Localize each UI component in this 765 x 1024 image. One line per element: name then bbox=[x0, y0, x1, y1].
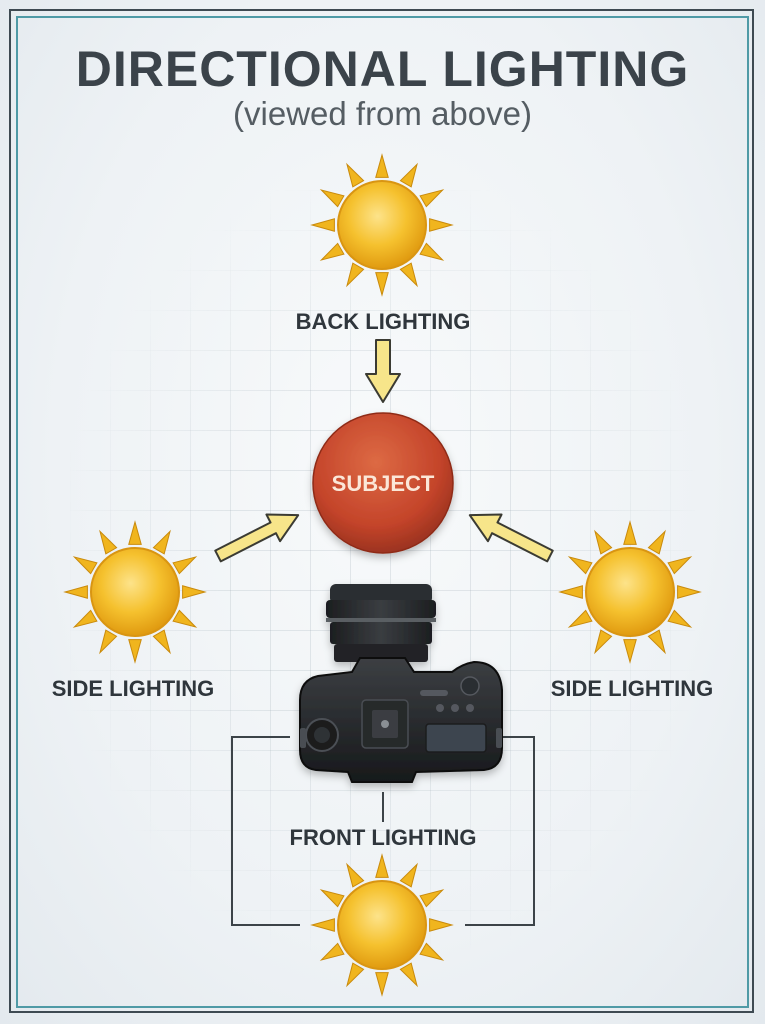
sun-disc bbox=[337, 880, 427, 970]
sun-ray bbox=[128, 520, 142, 545]
side-lighting-left-label: SIDE LIGHTING bbox=[51, 676, 215, 701]
sun-ray bbox=[399, 162, 418, 188]
sun-ray bbox=[346, 162, 365, 188]
inner-frame bbox=[16, 16, 749, 1008]
sun-ray bbox=[346, 262, 365, 288]
sun-icon bbox=[310, 853, 454, 997]
side-lighting-right-label: SIDE LIGHTING bbox=[550, 676, 714, 701]
sun-ray bbox=[667, 556, 693, 575]
sun-ray bbox=[419, 189, 445, 208]
sun-ray bbox=[429, 918, 454, 932]
sun-ray bbox=[319, 889, 345, 908]
sun-ray bbox=[152, 529, 171, 555]
sun-ray bbox=[623, 520, 637, 545]
sun-ray bbox=[172, 556, 198, 575]
sun-ray bbox=[128, 639, 142, 664]
sun-ray bbox=[346, 962, 365, 988]
sun-ray bbox=[419, 889, 445, 908]
sun-ray bbox=[399, 962, 418, 988]
sun-icon bbox=[310, 153, 454, 297]
sun-ray bbox=[419, 242, 445, 261]
sun-ray bbox=[319, 242, 345, 261]
sun-ray bbox=[558, 585, 583, 599]
subject-circle bbox=[312, 412, 454, 554]
sun-ray bbox=[647, 629, 666, 655]
camera-icon bbox=[299, 584, 503, 783]
sun-ray bbox=[310, 218, 335, 232]
sun-ray bbox=[667, 609, 693, 628]
front-lighting-label: FRONT LIGHTING bbox=[289, 825, 477, 850]
sun-ray bbox=[310, 918, 335, 932]
sun-ray bbox=[677, 585, 702, 599]
sun-ray bbox=[375, 853, 389, 878]
back-lighting-label: BACK LIGHTING bbox=[295, 309, 471, 334]
subject-label: SUBJECT bbox=[332, 471, 435, 496]
sun-ray bbox=[647, 529, 666, 555]
sun-ray bbox=[375, 272, 389, 297]
sun-disc bbox=[337, 180, 427, 270]
sun-ray bbox=[567, 556, 593, 575]
sun-icon bbox=[63, 520, 207, 664]
sun-ray bbox=[99, 629, 118, 655]
sun-ray bbox=[72, 556, 98, 575]
sun-ray bbox=[72, 609, 98, 628]
outer-frame bbox=[9, 9, 754, 1013]
sun-ray bbox=[429, 218, 454, 232]
sun-ray bbox=[99, 529, 118, 555]
sun-ray bbox=[623, 639, 637, 664]
sun-ray bbox=[346, 862, 365, 888]
front-bracket bbox=[231, 736, 535, 926]
sun-disc bbox=[90, 547, 180, 637]
sun-ray bbox=[419, 942, 445, 961]
sun-ray bbox=[63, 585, 88, 599]
sun-ray bbox=[375, 972, 389, 997]
arrow-icon bbox=[468, 513, 554, 563]
page-title: DIRECTIONAL LIGHTING bbox=[75, 41, 690, 97]
sun-ray bbox=[319, 942, 345, 961]
sun-ray bbox=[594, 529, 613, 555]
sun-ray bbox=[594, 629, 613, 655]
sun-ray bbox=[319, 189, 345, 208]
sun-ray bbox=[152, 629, 171, 655]
sun-ray bbox=[182, 585, 207, 599]
sun-icon bbox=[558, 520, 702, 664]
sun-ray bbox=[375, 153, 389, 178]
page-subtitle: (viewed from above) bbox=[233, 95, 532, 132]
sun-ray bbox=[172, 609, 198, 628]
arrow-icon bbox=[214, 513, 300, 563]
sun-ray bbox=[567, 609, 593, 628]
sun-ray bbox=[399, 862, 418, 888]
sun-ray bbox=[399, 262, 418, 288]
arrow-icon bbox=[365, 339, 401, 403]
sun-disc bbox=[585, 547, 675, 637]
